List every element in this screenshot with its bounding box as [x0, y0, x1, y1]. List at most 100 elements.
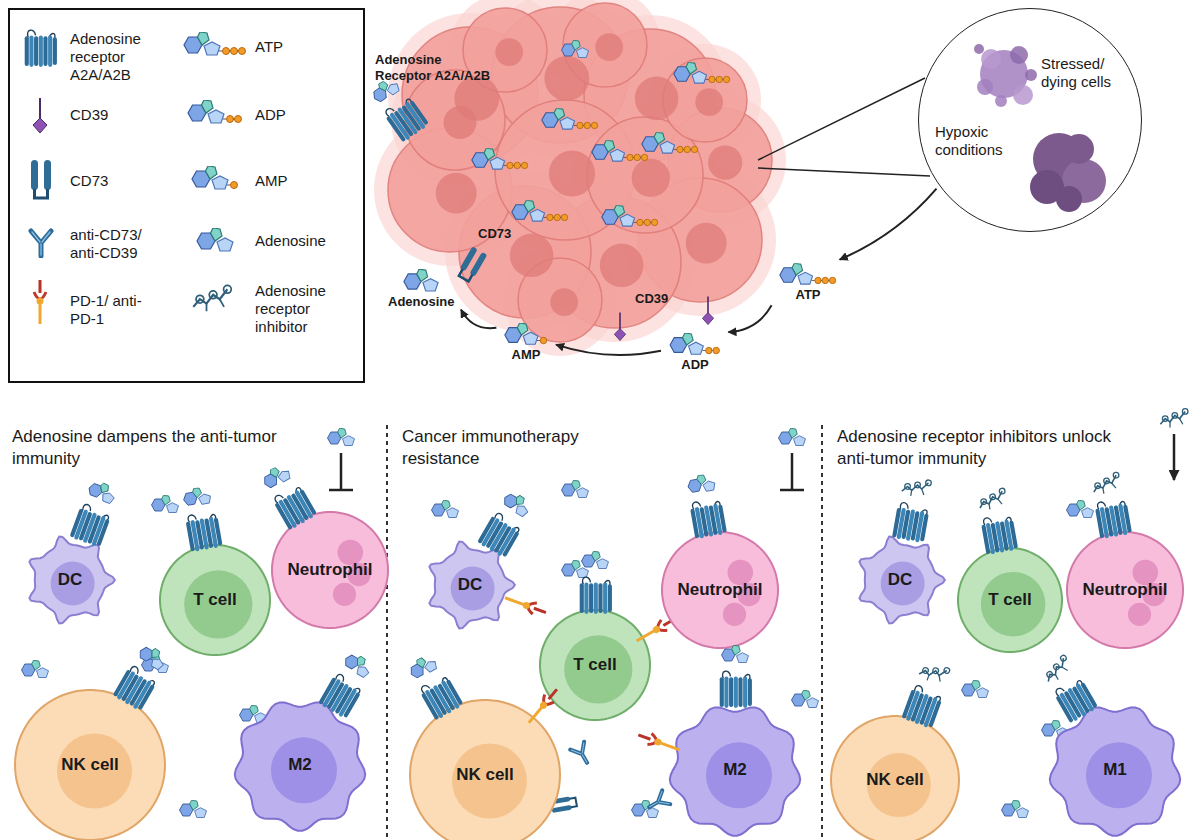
- icon: [1002, 800, 1029, 817]
- legend-entry: Adenosine receptor inhibitor: [255, 282, 355, 336]
- icon: [185, 511, 223, 553]
- icon: [406, 652, 438, 680]
- cell-nucleus: [881, 562, 925, 606]
- adenosine-receptor: [1039, 653, 1099, 724]
- icon: [686, 473, 716, 495]
- icon: [182, 486, 212, 508]
- icon: [328, 428, 355, 445]
- icon: [689, 498, 727, 540]
- icon: [1160, 409, 1188, 428]
- icon: [456, 246, 487, 283]
- cell-nucleus: [184, 570, 252, 638]
- zoom-text: Stressed/ dying cells: [1041, 55, 1121, 91]
- cell-nucleus: [271, 737, 337, 803]
- zoom-circle: Stressed/ dying cellsHypoxic conditions: [918, 8, 1142, 232]
- immune-cell: M1: [1049, 704, 1181, 836]
- adenosine-receptor: [976, 487, 1019, 555]
- molecule-icon: [668, 333, 722, 357]
- immune-cell: M2: [234, 699, 366, 831]
- legend-entry: AMP: [255, 172, 355, 190]
- legend-entry: Adenosine receptor A2A/A2B: [70, 30, 165, 84]
- panel-heading: Cancer immunotherapy resistance: [402, 426, 632, 470]
- icon: [524, 685, 561, 726]
- legend-entry: ADP: [255, 106, 355, 124]
- icon: [792, 690, 819, 707]
- molecule-icon: [402, 269, 440, 294]
- molecule-icon: [503, 323, 549, 347]
- tumor-nucleus: [549, 150, 595, 196]
- panel: Adenosine receptor inhibitors unlock ant…: [825, 418, 1200, 840]
- legend-box: Adenosine receptor A2A/A2BCD39CD73anti-C…: [8, 8, 365, 383]
- dying-cell: [981, 49, 1001, 69]
- icon: [31, 231, 51, 256]
- tumor-nucleus: [495, 38, 523, 66]
- cell-label: NK cell: [456, 765, 514, 785]
- panel-divider: [821, 425, 823, 840]
- immune-cell: T cell: [958, 548, 1062, 652]
- cell-nucleus: [1128, 603, 1151, 626]
- molecule-node: Adenosine: [385, 268, 457, 311]
- label-wrap: Adenosine Receptor A2A/A2B: [375, 52, 497, 83]
- label-wrap: CD39: [635, 291, 685, 307]
- icon: [562, 480, 589, 497]
- zoom-line: [758, 168, 930, 176]
- cell-body: [859, 537, 945, 624]
- cell-body: [29, 537, 115, 624]
- immune-cell: Neutrophil: [272, 512, 388, 628]
- tumor-nucleus: [550, 288, 578, 316]
- adenosine-receptor: [580, 551, 612, 614]
- cell-label: M1: [1103, 760, 1127, 780]
- icon: [197, 228, 233, 251]
- cell-nucleus: [333, 583, 356, 606]
- icon: [702, 297, 713, 325]
- adenosine-receptor: [180, 485, 223, 552]
- panel-divider: [386, 425, 388, 840]
- legend-text: CD39: [70, 106, 165, 124]
- icon: [137, 642, 169, 670]
- icon: [318, 672, 364, 720]
- cell-body: [410, 700, 560, 840]
- icon: [582, 551, 609, 568]
- cell-label: Neutrophil: [678, 580, 763, 600]
- inhibition-bar: [780, 489, 804, 492]
- cell-label: Neutrophil: [1083, 580, 1168, 600]
- icon: [34, 280, 46, 324]
- tumor-label: Adenosine Receptor A2A/A2B: [375, 52, 497, 83]
- immune-cell: Neutrophil: [662, 532, 778, 648]
- icon: [505, 323, 547, 344]
- tumor-label: CD73: [478, 226, 528, 242]
- cell-nucleus: [51, 562, 95, 606]
- hypoxic-cell: [1056, 186, 1082, 212]
- immune-cell: DC: [856, 536, 944, 624]
- cell-body: [160, 545, 270, 655]
- icon: [69, 503, 112, 549]
- text-wrap: Stressed/ dying cells: [1041, 55, 1121, 91]
- icon: [418, 673, 464, 721]
- legend-icon: [32, 280, 48, 324]
- icon: [642, 132, 698, 153]
- cell-nucleus: [981, 572, 1045, 636]
- tumor-nucleus: [510, 234, 554, 278]
- cell-nucleus: [451, 567, 495, 611]
- icon: [1052, 676, 1098, 724]
- icon: [570, 742, 594, 767]
- cell-label: T cell: [193, 590, 236, 610]
- panel: Adenosine dampens the anti-tumor immunit…: [0, 418, 385, 840]
- cell-nucleus: [706, 742, 772, 808]
- pd1-pair: [636, 729, 681, 755]
- cell-body: [1067, 532, 1183, 648]
- icon: [901, 476, 931, 499]
- dying-cell: [977, 79, 993, 95]
- adenosine-receptor: [1089, 471, 1132, 539]
- molecule-node: ATP: [775, 262, 841, 304]
- icon: [188, 100, 242, 123]
- icon: [674, 62, 730, 83]
- icon: [22, 660, 49, 677]
- molecule-node: AMP: [500, 322, 552, 364]
- icon: [501, 489, 533, 517]
- legend-icon: [30, 98, 50, 134]
- immune-cell: NK cell: [15, 690, 165, 840]
- icon: [901, 684, 944, 730]
- dying-cell: [1010, 46, 1028, 64]
